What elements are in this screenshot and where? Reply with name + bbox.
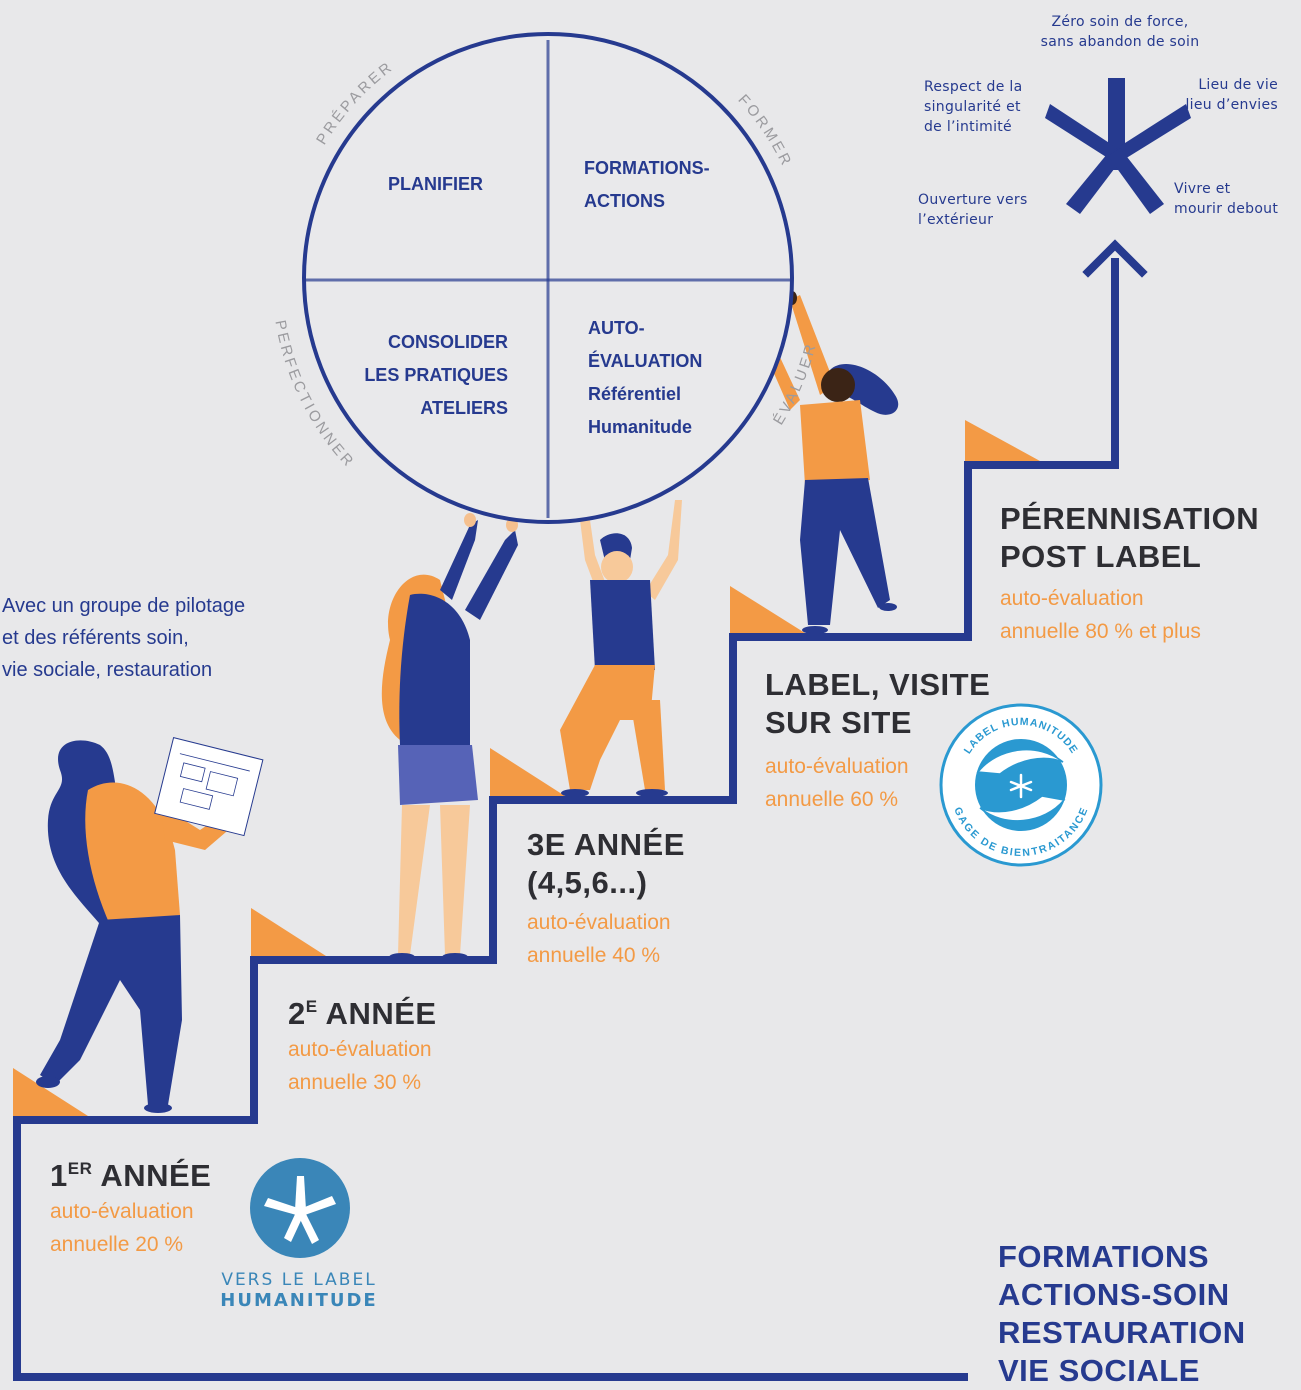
step-year-3-sub: auto-évaluation annuelle 40 % xyxy=(527,911,671,967)
step-triangle-3 xyxy=(490,748,565,796)
logo-vers-line1: VERS LE LABEL xyxy=(221,1270,377,1290)
step-perennisation-title: PÉRENNISATION POST LABEL xyxy=(1000,501,1260,574)
quadrant-self-evaluation: AUTO- ÉVALUATION Référentiel Humanitude xyxy=(588,318,703,437)
intro-text: Avec un groupe de pilotage et des référe… xyxy=(2,595,246,681)
asterisk-icon xyxy=(1045,78,1191,214)
step-year-2: 2E ANNÉE auto-évaluation annuelle 30 % xyxy=(288,988,437,1099)
step-triangle-2 xyxy=(251,908,326,956)
step-year-1: 1ER ANNÉE auto-évaluation annuelle 20 % xyxy=(50,1150,211,1261)
step-perennisation: PÉRENNISATION POST LABEL auto-évaluation… xyxy=(1000,500,1259,648)
step-year-1-sub: auto-évaluation annuelle 20 % xyxy=(50,1200,194,1256)
step-label-visit-title: LABEL, VISITE SUR SITE xyxy=(765,667,991,740)
step-label-visit: LABEL, VISITE SUR SITE auto-évaluation a… xyxy=(765,666,990,816)
seal-asterisk-icon xyxy=(1009,773,1033,799)
value-place-of-life: Lieu de vie lieu d’envies xyxy=(1185,77,1278,113)
step-triangle-4 xyxy=(730,586,805,633)
step-year-2-title: 2E ANNÉE xyxy=(288,996,437,1031)
person-woman-lifting xyxy=(381,513,518,961)
step-year-1-title: 1ER ANNÉE xyxy=(50,1158,212,1193)
step-perennisation-sub: auto-évaluation annuelle 80 % et plus xyxy=(1000,587,1201,643)
value-zero-force: Zéro soin de force, sans abandon de soin xyxy=(1040,14,1200,50)
staircase-line xyxy=(13,258,1119,1381)
logo-vers-le-label: VERS LE LABEL HUMANITUDE xyxy=(214,1158,414,1311)
seal-label-humanitude: LABEL HUMANITUDE GAGE DE BIENTRAITANCE xyxy=(939,703,1103,867)
logo-vers-le-label-icon xyxy=(250,1158,350,1258)
step-label-visit-sub: auto-évaluation annuelle 60 % xyxy=(765,755,909,811)
person-woman-pushing xyxy=(749,291,899,634)
step-triangle-5 xyxy=(965,420,1040,461)
value-openness: Ouverture vers l’extérieur xyxy=(918,192,1028,228)
person-woman-with-plan xyxy=(36,737,264,1113)
step-triangle-1 xyxy=(13,1068,88,1116)
quadrant-consolidate: CONSOLIDER LES PRATIQUES ATELIERS xyxy=(364,332,508,418)
value-live-die-standing: Vivre et mourir debout xyxy=(1174,181,1279,217)
step-year-3-title: 3E ANNÉE (4,5,6...) xyxy=(527,827,685,900)
step-year-3: 3E ANNÉE (4,5,6...) auto-évaluation annu… xyxy=(527,826,685,972)
logo-vers-line2: HUMANITUDE xyxy=(220,1290,378,1311)
person-man-lifting xyxy=(560,500,682,797)
step-year-2-sub: auto-évaluation annuelle 30 % xyxy=(288,1038,432,1094)
arrow-up-icon xyxy=(1082,239,1148,278)
quadrant-plan: PLANIFIER xyxy=(388,174,484,194)
value-respect: Respect de la singularité et de l’intimi… xyxy=(924,79,1023,135)
bottom-formations-block: FORMATIONS ACTIONS-SOIN RESTAURATION VIE… xyxy=(998,1239,1246,1388)
cycle-circle xyxy=(302,32,794,524)
quadrant-training: FORMATIONS- ACTIONS xyxy=(584,158,710,211)
